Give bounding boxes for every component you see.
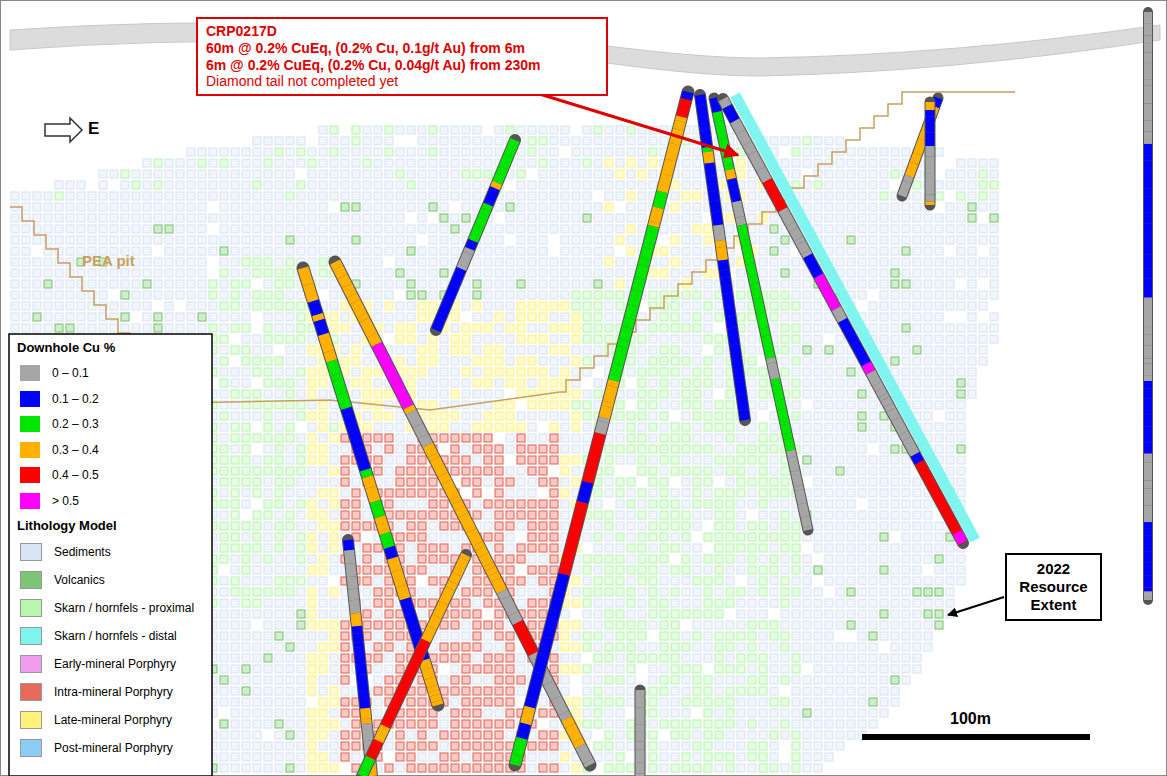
section-page: EPEA pitDownhole Cu %Lithology Model100m… [0,0,1167,776]
